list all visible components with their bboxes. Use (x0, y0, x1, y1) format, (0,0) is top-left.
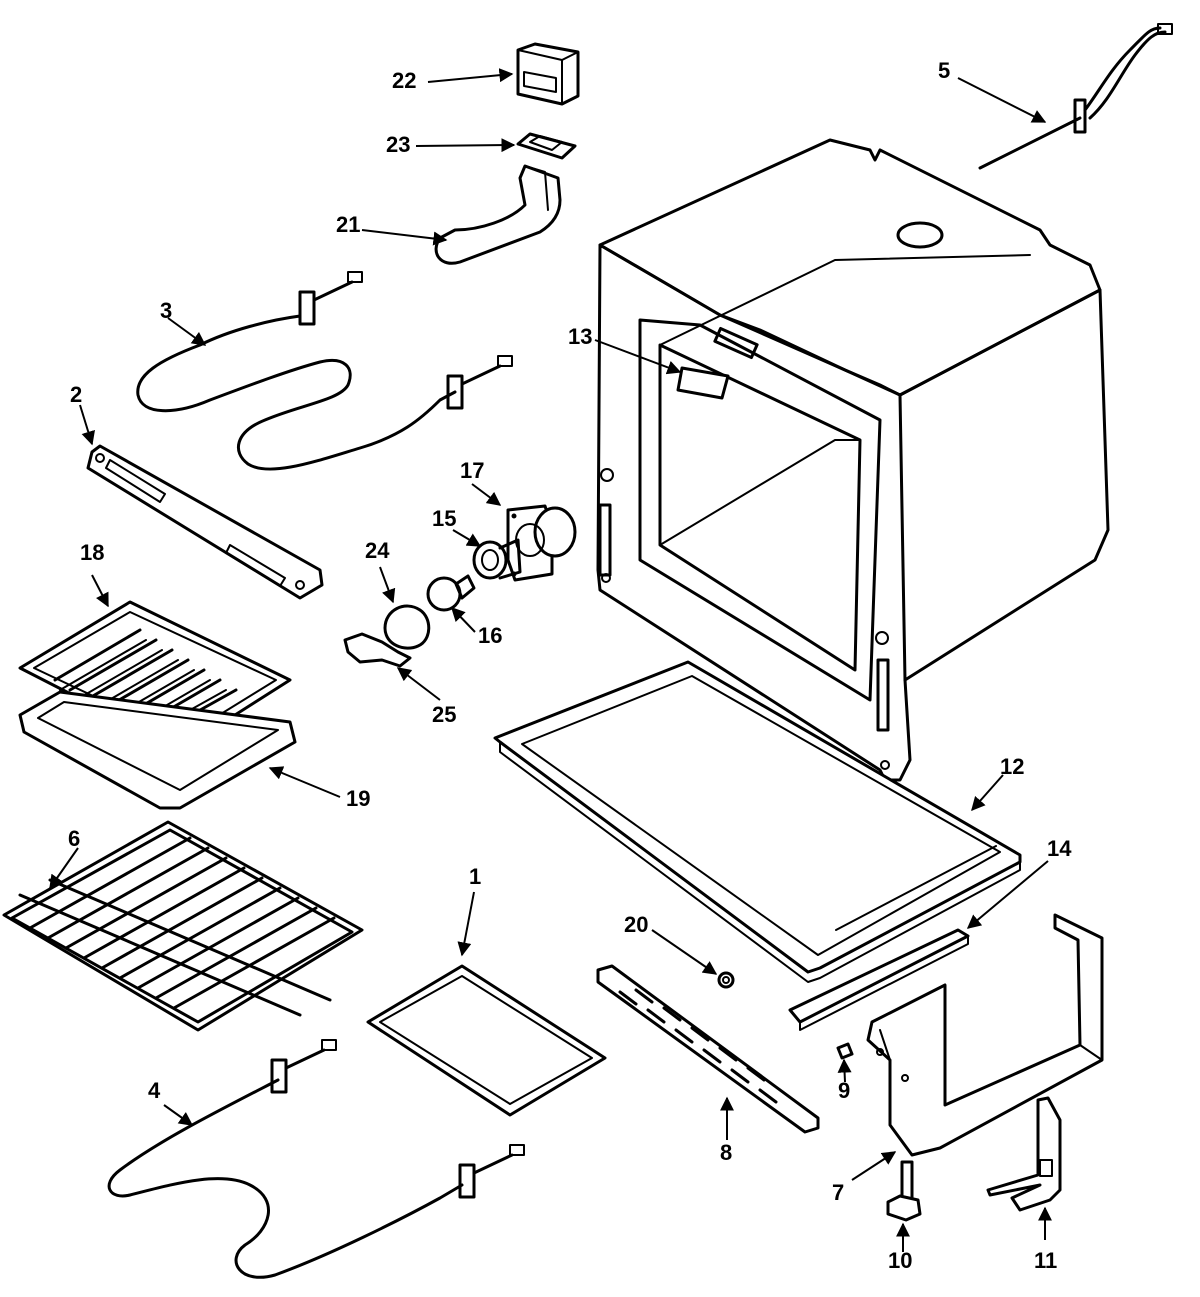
callout-6: 6 (68, 826, 80, 851)
part-14-strip (788, 928, 970, 1031)
part-25-gasket (343, 632, 412, 668)
part-20-nut (717, 971, 735, 989)
callout-17: 17 (460, 458, 484, 483)
part-24-lens-cover (383, 604, 431, 650)
part-7-side-bracket (866, 913, 1104, 1157)
callout-12: 12 (1000, 754, 1024, 779)
part-16-bulb (426, 574, 476, 612)
callout-11: 11 (1034, 1248, 1057, 1273)
part-10-leveling-leg (886, 1160, 922, 1222)
part-3-broil-element (136, 271, 513, 471)
callout-14: 14 (1047, 836, 1072, 861)
part-1-tray (366, 964, 607, 1117)
part-2-rail (86, 444, 324, 600)
part-11-anti-tip-bracket (986, 1096, 1062, 1212)
callout-16: 16 (478, 623, 502, 648)
callout-labels: 22 23 21 3 2 5 13 17 15 18 24 16 25 19 1… (68, 58, 1072, 1273)
callout-1: 1 (469, 864, 481, 889)
part-5-oven-sensor (978, 23, 1173, 170)
part-15-socket (472, 538, 522, 580)
oven-cavity (596, 138, 1110, 782)
callout-2: 2 (70, 382, 82, 407)
part-22-block (516, 42, 580, 106)
callout-18: 18 (80, 540, 104, 565)
leader-lines (49, 68, 1052, 1252)
callout-19: 19 (346, 786, 370, 811)
callout-23: 23 (386, 132, 410, 157)
part-4-bake-element (107, 1039, 525, 1279)
part-21-bracket (434, 164, 562, 265)
part-8-vent-panel (596, 964, 820, 1134)
callout-15: 15 (432, 506, 456, 531)
part-12-bottom-panel (493, 660, 1022, 983)
callout-9: 9 (838, 1078, 850, 1103)
callout-10: 10 (888, 1248, 912, 1273)
callout-8: 8 (720, 1140, 732, 1165)
callout-4: 4 (148, 1078, 161, 1103)
callout-24: 24 (365, 538, 390, 563)
part-23-gasket (516, 132, 577, 160)
callout-25: 25 (432, 702, 456, 727)
callout-5: 5 (938, 58, 950, 83)
callout-20: 20 (624, 912, 648, 937)
callout-21: 21 (336, 212, 360, 237)
callout-13: 13 (568, 324, 592, 349)
part-13-label-plate (676, 366, 730, 400)
part-9-screw (836, 1042, 854, 1060)
callout-7: 7 (832, 1180, 844, 1205)
part-19-broiler-pan (18, 690, 297, 810)
callout-22: 22 (392, 68, 416, 93)
callout-3: 3 (160, 298, 172, 323)
part-6-oven-rack (2, 820, 364, 1032)
